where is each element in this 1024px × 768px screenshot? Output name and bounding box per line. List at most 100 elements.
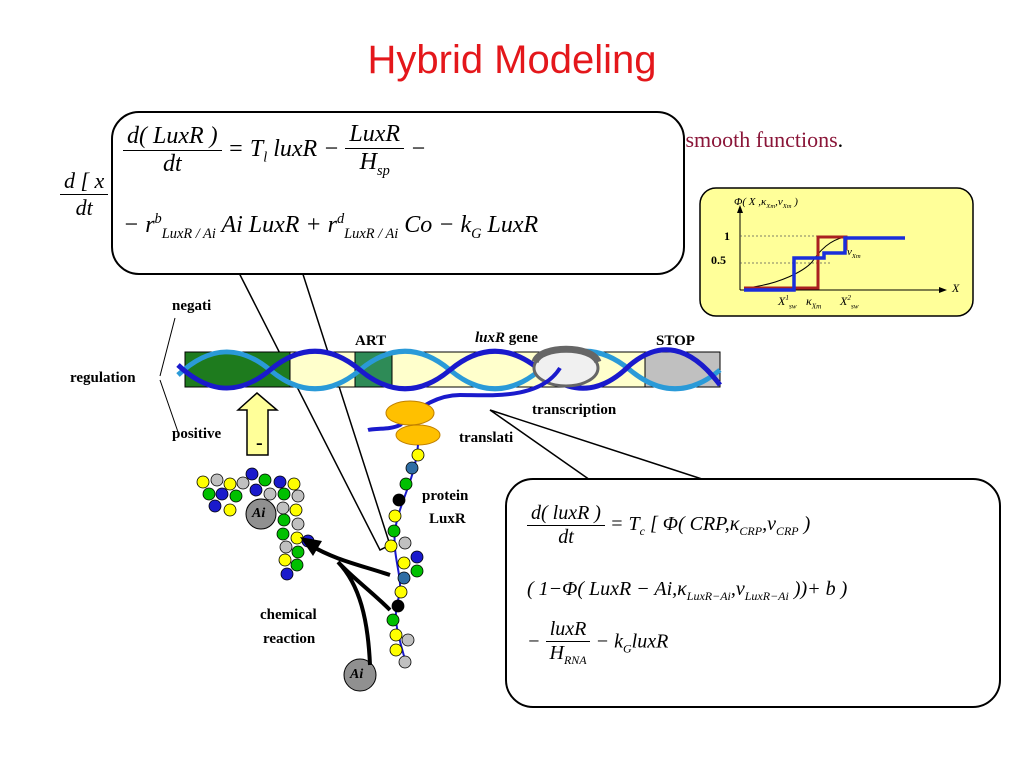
minus-label: -: [256, 432, 263, 454]
reaction-label: reaction: [263, 631, 316, 647]
callout-luxr-mrna: d( luxR ) dt = Tc [ Φ( CRP,κCRP,νCRP ) (…: [505, 478, 1001, 708]
ribosome-large: [385, 400, 435, 426]
eq1-l2-b: Ai LuxR + r: [221, 212, 337, 238]
protein-label: protein: [422, 488, 469, 504]
callout-tail-right: [489, 409, 706, 481]
gene-label: luxR gene: [475, 330, 538, 347]
graph-nu-text: ν: [847, 246, 852, 258]
eq2-l3-H: H: [549, 642, 564, 664]
graph-func-sub1: Xm: [766, 203, 776, 211]
eq2-l2-c: ))+ b ): [788, 578, 848, 600]
gene-suffix: gene: [508, 330, 538, 346]
bullet-period: .: [837, 127, 844, 152]
eq1-l2-c: Co − k: [404, 212, 472, 238]
negative-label: negati: [172, 298, 212, 314]
eq1-H: H: [359, 149, 377, 175]
xsw1-sub: sw: [788, 302, 797, 311]
eq2-l1-c-sub: CRP: [775, 524, 799, 539]
slide-title: Hybrid Modeling: [367, 38, 657, 82]
xsw1-x: X: [778, 294, 786, 308]
eq2-l1-c: ,ν: [762, 513, 776, 536]
positive-label: positive: [172, 426, 222, 442]
transcription-label: transcription: [532, 402, 617, 418]
eq2-l2-b: ,ν: [730, 578, 745, 600]
eq2-l3-tail: − k: [595, 630, 623, 653]
eq2-T-sub: c: [639, 524, 645, 539]
start-label: ART: [355, 333, 387, 349]
stop-label: STOP: [656, 333, 695, 349]
eq1-luxr: luxR −: [273, 135, 340, 162]
eq2-equals: = T: [609, 513, 640, 536]
graph-nu-label: νXm: [847, 246, 861, 260]
eq1-dden: dt: [162, 150, 182, 177]
xsw2-sup: 2: [847, 294, 851, 302]
bullet-fragment: g smooth functions: [669, 127, 838, 152]
xsw2-x: X: [840, 294, 848, 308]
eq2-l1-d: ): [798, 513, 811, 536]
eq1-H-sub: sp: [377, 162, 390, 179]
eq2-l3-end: luxR: [631, 630, 669, 653]
eq1-l2-a-sup: b: [154, 211, 162, 227]
kappa-sub: Xm: [811, 302, 822, 311]
eq2-l3-num: luxR: [545, 618, 591, 642]
graph-func-sub2: Xm: [782, 203, 792, 211]
xsw1-sup: 1: [785, 294, 789, 302]
eq1-l2-a-sub: LuxR / Ai: [161, 225, 216, 242]
chemical-label: chemical: [260, 607, 317, 623]
eq1-frac-den: Hsp: [356, 149, 394, 180]
eq2-line3: − luxR HRNA − kGluxR: [527, 618, 668, 668]
callout-luxr-protein: d( LuxR ) dt = Tl luxR − LuxR Hsp − − rb…: [111, 111, 685, 275]
eq2-l3-den: HRNA: [546, 642, 591, 668]
graph-tick-1: 1: [724, 229, 730, 243]
eq2-line2: ( 1−Φ( LuxR − Ai,κLuxR−Ai,νLuxR−Ai ))+ b…: [527, 578, 847, 604]
dna-strand-dark: [176, 347, 722, 392]
eq1-line1: d( LuxR ) dt = Tl luxR − LuxR Hsp −: [123, 121, 426, 180]
regulation-label: regulation: [70, 370, 136, 386]
arrowhead-icon: [300, 537, 322, 556]
ai-free-label: Ai: [350, 667, 364, 682]
up-arrow-icon: [236, 392, 280, 456]
eq1-frac: LuxR Hsp: [345, 121, 405, 180]
eq2-l3-H-sub: RNA: [563, 653, 587, 667]
y-axis-arrowhead: [737, 205, 743, 213]
eq2-l2-a: ( 1−Φ( LuxR − Ai,κ: [527, 578, 687, 600]
eq1-l2-d: LuxR: [487, 212, 539, 238]
eq1-trail: −: [410, 135, 427, 162]
eq2-l1-b: [ Φ( CRP,κ: [649, 513, 740, 536]
left-eq-numerator: d [ x: [60, 168, 109, 195]
eq2-line1: d( luxR ) dt = Tc [ Φ( CRP,κCRP,νCRP ): [527, 502, 810, 549]
left-fraction: d [ x dt: [60, 168, 109, 221]
eq2-dfrac: d( luxR ) dt: [527, 502, 605, 549]
eq1-T-sub: l: [263, 149, 268, 166]
eq1-dfrac: d( LuxR ) dt: [123, 123, 222, 178]
graph-function-label: Φ( X ,κXm,νXm ): [734, 196, 798, 210]
regulation-brace: [159, 317, 179, 433]
graph-tick-05: 0.5: [711, 253, 726, 267]
bullet-text: g smooth functions.: [669, 127, 843, 153]
graph-nu-sub: Xm: [851, 253, 861, 261]
graph-xsw2-label: X2sw: [840, 294, 859, 310]
protein-name-label: LuxR: [429, 511, 466, 527]
graph-kappa-label: κXm: [806, 294, 821, 310]
eq2-l3-minus: −: [527, 630, 541, 653]
eq2-dnum: d( luxR ): [527, 502, 605, 526]
eq1-dnum: d( LuxR ): [123, 123, 222, 151]
graph-func-nu: ,ν: [775, 196, 783, 208]
eq2-l2-b-sub: LuxR−Ai: [744, 589, 789, 603]
kappa-text: κ: [806, 294, 812, 308]
eq1-equals: = T: [227, 135, 264, 162]
left-equation: d [ x dt: [60, 168, 109, 221]
protein-chain: [384, 444, 425, 669]
graph-xsw1-label: X1sw: [778, 294, 797, 310]
step-blue: [744, 236, 905, 292]
eq1-l2-b-sup: d: [336, 211, 345, 227]
sigmoid-curve: [743, 236, 846, 289]
eq2-l2-a-sub: LuxR−Ai: [686, 589, 731, 603]
eq2-l1-b-sub: CRP: [739, 524, 763, 539]
reaction-curve-lower: [336, 560, 392, 666]
eq2-l3-tail-sub: G: [623, 641, 632, 656]
eq2-dden: dt: [558, 526, 574, 548]
xsw2-sub: sw: [850, 302, 859, 311]
ribosome-small: [395, 424, 441, 446]
eq1-l2-b-sub: LuxR / Ai: [344, 225, 399, 242]
